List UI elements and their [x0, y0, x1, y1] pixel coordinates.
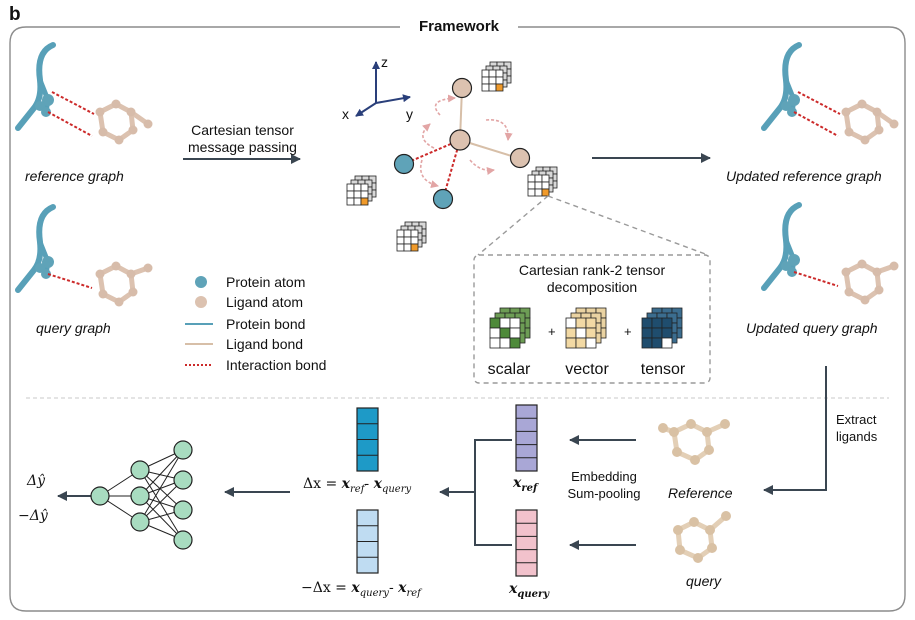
legend-protein-atom-icon	[195, 276, 207, 288]
delta-neg-embedding	[356, 509, 379, 574]
updated-reference-graph-structure	[761, 42, 899, 145]
vector-label: vector	[565, 361, 609, 378]
decomposition-title-line1: Cartesian rank-2 tensor	[518, 262, 666, 278]
message-passing-label-line2: message passing	[188, 139, 297, 155]
nn-node-2-0	[173, 440, 193, 460]
xyz-axes	[355, 61, 411, 117]
scalar-matrix	[489, 307, 531, 349]
legend-ligand-atom: Ligand atom	[226, 294, 304, 310]
tensor-stack-bottom	[396, 221, 427, 252]
legend-glyphs	[185, 276, 213, 366]
query-graph-label: query graph	[36, 320, 111, 336]
nn-node-1-1	[130, 486, 150, 506]
extract-label-line2: ligands	[836, 429, 878, 444]
delta-pos-embedding	[356, 407, 379, 472]
neural-network	[90, 440, 193, 550]
tensor-stack-top	[481, 61, 512, 92]
updated-query-graph-structure	[761, 202, 899, 305]
legend-ligand-bond: Ligand bond	[226, 336, 304, 352]
query-ligand-molecule	[673, 511, 731, 563]
reference-ligand-label: Reference	[668, 485, 733, 501]
scalar-label: scalar	[487, 361, 531, 378]
updated-reference-graph-label: Updated reference graph	[726, 168, 882, 184]
decomposition-title-line2: decomposition	[546, 279, 638, 295]
decomposition-box	[473, 254, 711, 384]
axis-x-label: x	[342, 106, 349, 122]
legend-interaction-bond: Interaction bond	[226, 357, 327, 373]
framework-frame	[9, 26, 906, 612]
legend-ligand-atom-icon	[195, 296, 207, 308]
nn-node-2-3	[173, 530, 193, 550]
nn-node-1-2	[130, 512, 150, 532]
panel-letter: b	[9, 4, 21, 25]
delta-pos-equation: Δx = xref- xquery	[303, 476, 412, 495]
extract-ligands-arrow	[763, 366, 827, 495]
pooling-label-line1: Embedding	[571, 469, 637, 484]
tensor-stacks	[346, 61, 558, 252]
vector-matrix	[565, 307, 607, 349]
plus-sign-1: +	[548, 324, 556, 339]
x-query-embedding	[515, 509, 538, 577]
decomposition-connector	[477, 195, 709, 256]
nn-node-0-0	[90, 486, 110, 506]
tensor-matrix	[641, 307, 683, 349]
decomposition-matrices	[489, 307, 683, 349]
updated-query-graph-label: Updated query graph	[746, 320, 878, 336]
tensor-label: tensor	[640, 361, 686, 378]
central-molecule	[393, 77, 531, 210]
nn-node-2-2	[173, 500, 193, 520]
reference-graph-structure	[15, 42, 153, 145]
tensor-stack-right	[527, 166, 558, 197]
plus-sign-2: +	[624, 324, 632, 339]
query-ligand-label: query	[686, 573, 722, 589]
x-ref-label: xref	[513, 475, 538, 494]
nn-node-1-0	[130, 460, 150, 480]
axis-z-label: z	[381, 54, 388, 70]
message-passing-label-line1: Cartesian tensor	[191, 122, 294, 138]
output-neg-delta-y: −Δŷ	[18, 508, 48, 524]
output-delta-y: Δŷ	[27, 473, 46, 489]
embedding-bars	[356, 404, 538, 577]
nn-node-2-1	[173, 470, 193, 490]
query-graph-structure	[15, 204, 153, 307]
x-ref-embedding	[515, 404, 538, 472]
legend-protein-atom: Protein atom	[226, 274, 306, 290]
legend-protein-bond: Protein bond	[226, 316, 306, 332]
pooling-label-line2: Sum-pooling	[567, 486, 641, 501]
framework-title: Framework	[400, 18, 518, 36]
reference-graph-label: reference graph	[25, 168, 124, 184]
delta-neg-equation: −Δx = xquery- xref	[301, 580, 421, 599]
tensor-stack-left	[346, 175, 377, 206]
axis-y-label: y	[406, 106, 413, 122]
extract-label-line1: Extract	[836, 412, 877, 427]
reference-ligand-molecule	[658, 419, 730, 465]
x-query-label: xquery	[509, 581, 550, 600]
